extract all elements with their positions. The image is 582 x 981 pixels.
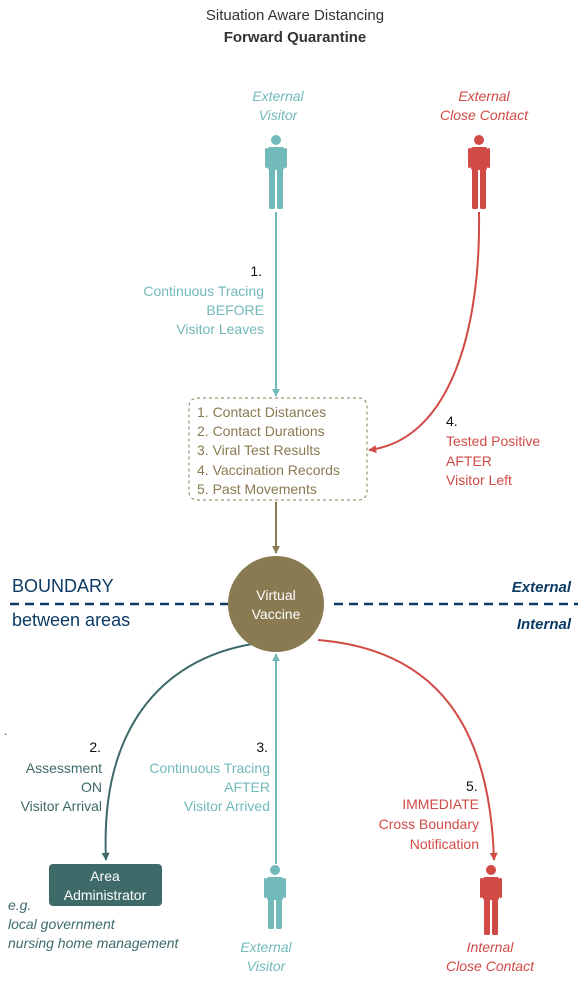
- step5-line1: IMMEDIATE: [402, 796, 479, 812]
- diagram-subtitle: Forward Quarantine: [224, 29, 367, 46]
- arrow-close-contact-to-data: [368, 211, 481, 454]
- top-close-contact-label-line1: External: [458, 88, 510, 104]
- administrator-line2: Administrator: [64, 887, 147, 903]
- step2-line3: Visitor Arrival: [21, 798, 102, 814]
- top-visitor-label-line1: External: [252, 88, 304, 104]
- arrow-vaccine-to-administrator: [101, 643, 253, 861]
- bottom-visitor-label-line2: Visitor: [247, 958, 287, 974]
- stray-dot: .: [4, 724, 7, 738]
- boundary-title: BOUNDARY: [12, 576, 114, 596]
- vaccine-line1: Virtual: [256, 587, 295, 603]
- step4-line2: AFTER: [446, 453, 492, 469]
- bottom-close-contact-label-line1: Internal: [467, 939, 515, 955]
- top-visitor-label-line2: Visitor: [259, 107, 299, 123]
- step5-number: 5.: [466, 778, 478, 794]
- data-item-distances: 1. Contact Distances: [197, 404, 326, 420]
- step2-line1: Assessment: [26, 760, 102, 776]
- data-item-vaccination: 4. Vaccination Records: [197, 462, 340, 478]
- step1-line3: Visitor Leaves: [176, 321, 264, 337]
- bottom-close-contact-label-line2: Close Contact: [446, 958, 535, 974]
- diagram-title: Situation Aware Distancing: [206, 7, 384, 24]
- step4-line1: Tested Positive: [446, 433, 540, 449]
- step2-number: 2.: [89, 739, 101, 755]
- bottom-visitor-person-icon: [264, 865, 286, 929]
- virtual-vaccine-circle: [228, 556, 324, 652]
- arrow-vaccine-to-internal-contact: [317, 639, 498, 861]
- data-item-movements: 5. Past Movements: [197, 481, 317, 497]
- administrator-example2: nursing home management: [8, 935, 180, 951]
- data-item-viral-tests: 3. Viral Test Results: [197, 442, 320, 458]
- step4-line3: Visitor Left: [446, 472, 512, 488]
- boundary-internal-label: Internal: [517, 616, 572, 633]
- step4-number: 4.: [446, 413, 458, 429]
- administrator-eg: e.g.: [8, 897, 31, 913]
- step3-line2: AFTER: [224, 779, 270, 795]
- step3-number: 3.: [256, 739, 268, 755]
- step5-line2: Cross Boundary: [379, 816, 479, 832]
- top-close-contact-label-line2: Close Contact: [440, 107, 529, 123]
- boundary-subtitle: between areas: [12, 610, 130, 630]
- step3-line1: Continuous Tracing: [149, 760, 270, 776]
- top-close-contact-person-icon: [468, 135, 490, 209]
- top-visitor-person-icon: [265, 135, 287, 209]
- bottom-visitor-label-line1: External: [240, 939, 292, 955]
- step2-line2: ON: [81, 779, 102, 795]
- step5-line3: Notification: [410, 836, 479, 852]
- tracing-data-box: [188, 397, 368, 501]
- administrator-example1: local government: [8, 916, 116, 932]
- step3-line3: Visitor Arrived: [184, 798, 270, 814]
- area-administrator-box: [49, 864, 162, 906]
- step1-number: 1.: [250, 263, 262, 279]
- bottom-close-contact-person-icon: [480, 865, 502, 935]
- step1-line1: Continuous Tracing: [143, 283, 264, 299]
- data-item-durations: 2. Contact Durations: [197, 423, 325, 439]
- vaccine-line2: Vaccine: [252, 606, 301, 622]
- boundary-external-label: External: [512, 579, 572, 596]
- step1-line2: BEFORE: [206, 302, 264, 318]
- administrator-line1: Area: [90, 868, 120, 884]
